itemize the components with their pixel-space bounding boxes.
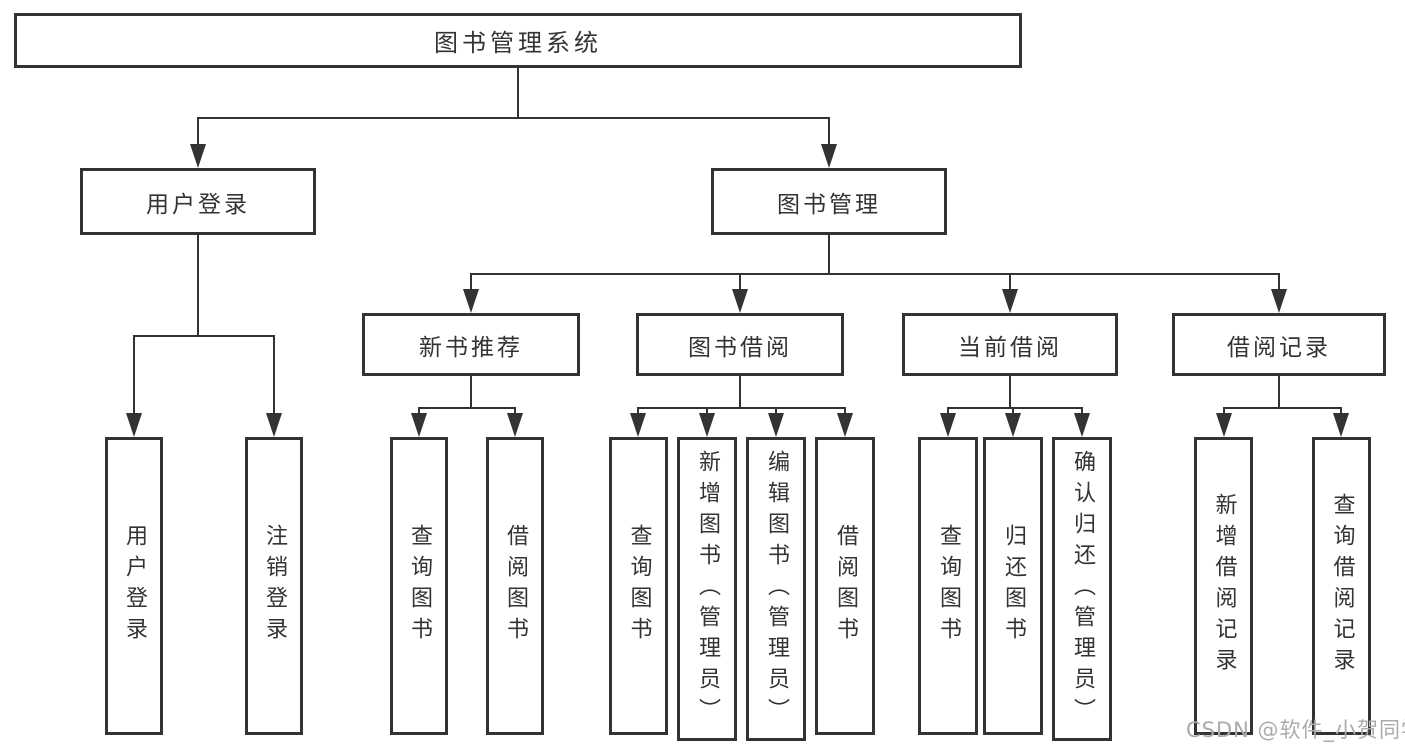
connector-line [197, 117, 199, 149]
arrow-down-icon [1271, 289, 1287, 313]
leaf-confirm-return-admin: 确认归还（管理员） [1052, 437, 1112, 741]
node-borrow-records-label: 借阅记录 [1227, 334, 1331, 361]
leaf-label: 借阅图书 [503, 524, 528, 648]
leaf-label: 用户登录 [122, 524, 147, 648]
node-new-book-recommend-label: 新书推荐 [419, 334, 523, 361]
arrow-down-icon [940, 413, 956, 437]
connector-line [1278, 376, 1280, 409]
leaf-label: 借阅图书 [833, 524, 858, 648]
leaf-label: 查询图书 [407, 524, 432, 648]
connector-line [197, 117, 830, 119]
node-current-borrow-label: 当前借阅 [958, 334, 1062, 361]
node-new-book-recommend: 新书推荐 [362, 313, 580, 376]
leaf-label: 注销登录 [262, 524, 287, 648]
arrow-down-icon [1074, 413, 1090, 437]
leaf-borrow-books: 借阅图书 [815, 437, 875, 735]
arrow-down-icon [463, 289, 479, 313]
connector-line [637, 407, 846, 409]
leaf-query-books-recommend: 查询图书 [390, 437, 448, 735]
connector-line [947, 407, 949, 418]
connector-line [1009, 273, 1011, 293]
connector-line [418, 407, 420, 418]
connector-line [514, 407, 516, 418]
leaf-query-borrow-record: 查询借阅记录 [1312, 437, 1371, 735]
node-root-label: 图书管理系统 [434, 29, 602, 57]
leaf-logout: 注销登录 [245, 437, 303, 735]
connector-line [418, 407, 516, 409]
leaf-label: 归还图书 [1001, 524, 1026, 648]
arrow-down-icon [190, 144, 206, 168]
connector-line [1012, 407, 1014, 418]
node-borrow-records: 借阅记录 [1172, 313, 1386, 376]
leaf-borrow-books-recommend: 借阅图书 [486, 437, 544, 735]
connector-line [1223, 407, 1342, 409]
node-book-management-label: 图书管理 [777, 191, 881, 218]
arrow-down-icon [768, 413, 784, 437]
connector-line [470, 273, 1280, 275]
connector-line [1278, 273, 1280, 293]
leaf-label: 新增图书（管理员） [695, 449, 720, 729]
leaf-label: 查询借阅记录 [1329, 493, 1355, 679]
connector-line [133, 335, 135, 417]
arrow-down-icon [1216, 413, 1232, 437]
arrow-down-icon [699, 413, 715, 437]
connector-line [273, 335, 275, 417]
arrow-down-icon [266, 413, 282, 437]
connector-line [828, 235, 830, 275]
connector-line [197, 235, 199, 336]
node-user-login-label: 用户登录 [146, 191, 250, 218]
connector-line [947, 407, 1083, 409]
arrow-down-icon [630, 413, 646, 437]
connector-line [739, 376, 741, 409]
leaf-label: 新增借阅记录 [1211, 493, 1237, 679]
arrow-down-icon [411, 413, 427, 437]
arrow-down-icon [1333, 413, 1349, 437]
leaf-add-borrow-record: 新增借阅记录 [1194, 437, 1253, 735]
connector-line [637, 407, 639, 418]
arrow-down-icon [507, 413, 523, 437]
node-book-borrow: 图书借阅 [636, 313, 844, 376]
node-book-management: 图书管理 [711, 168, 947, 235]
connector-line [775, 407, 777, 418]
leaf-query-books-borrow: 查询图书 [609, 437, 668, 735]
connector-line [470, 376, 472, 409]
leaf-label: 查询图书 [936, 524, 961, 648]
leaf-add-books-admin: 新增图书（管理员） [677, 437, 737, 741]
node-book-borrow-label: 图书借阅 [688, 334, 792, 361]
connector-line [1340, 407, 1342, 418]
node-current-borrow: 当前借阅 [902, 313, 1118, 376]
arrow-down-icon [1005, 413, 1021, 437]
arrow-down-icon [821, 144, 837, 168]
connector-line [1009, 376, 1011, 409]
leaf-label: 编辑图书（管理员） [764, 449, 789, 729]
leaf-label: 确认归还（管理员） [1070, 449, 1095, 729]
arrow-down-icon [732, 289, 748, 313]
connector-line [470, 273, 472, 293]
arrow-down-icon [837, 413, 853, 437]
connector-line [1223, 407, 1225, 418]
connector-line [1081, 407, 1083, 418]
leaf-user-login: 用户登录 [105, 437, 163, 735]
connector-line [828, 117, 830, 149]
connector-line [739, 273, 741, 293]
leaf-return-books: 归还图书 [983, 437, 1043, 735]
leaf-label: 查询图书 [626, 524, 652, 648]
connector-line [133, 335, 275, 337]
connector-line [706, 407, 708, 418]
csdn-watermark: CSDN @软件_小贺同学 [1186, 718, 1405, 742]
node-root: 图书管理系统 [14, 13, 1022, 68]
leaf-edit-books-admin: 编辑图书（管理员） [746, 437, 806, 741]
arrow-down-icon [126, 413, 142, 437]
leaf-query-books-current: 查询图书 [918, 437, 978, 735]
connector-line [517, 68, 519, 118]
arrow-down-icon [1002, 289, 1018, 313]
node-user-login: 用户登录 [80, 168, 316, 235]
connector-line [844, 407, 846, 418]
